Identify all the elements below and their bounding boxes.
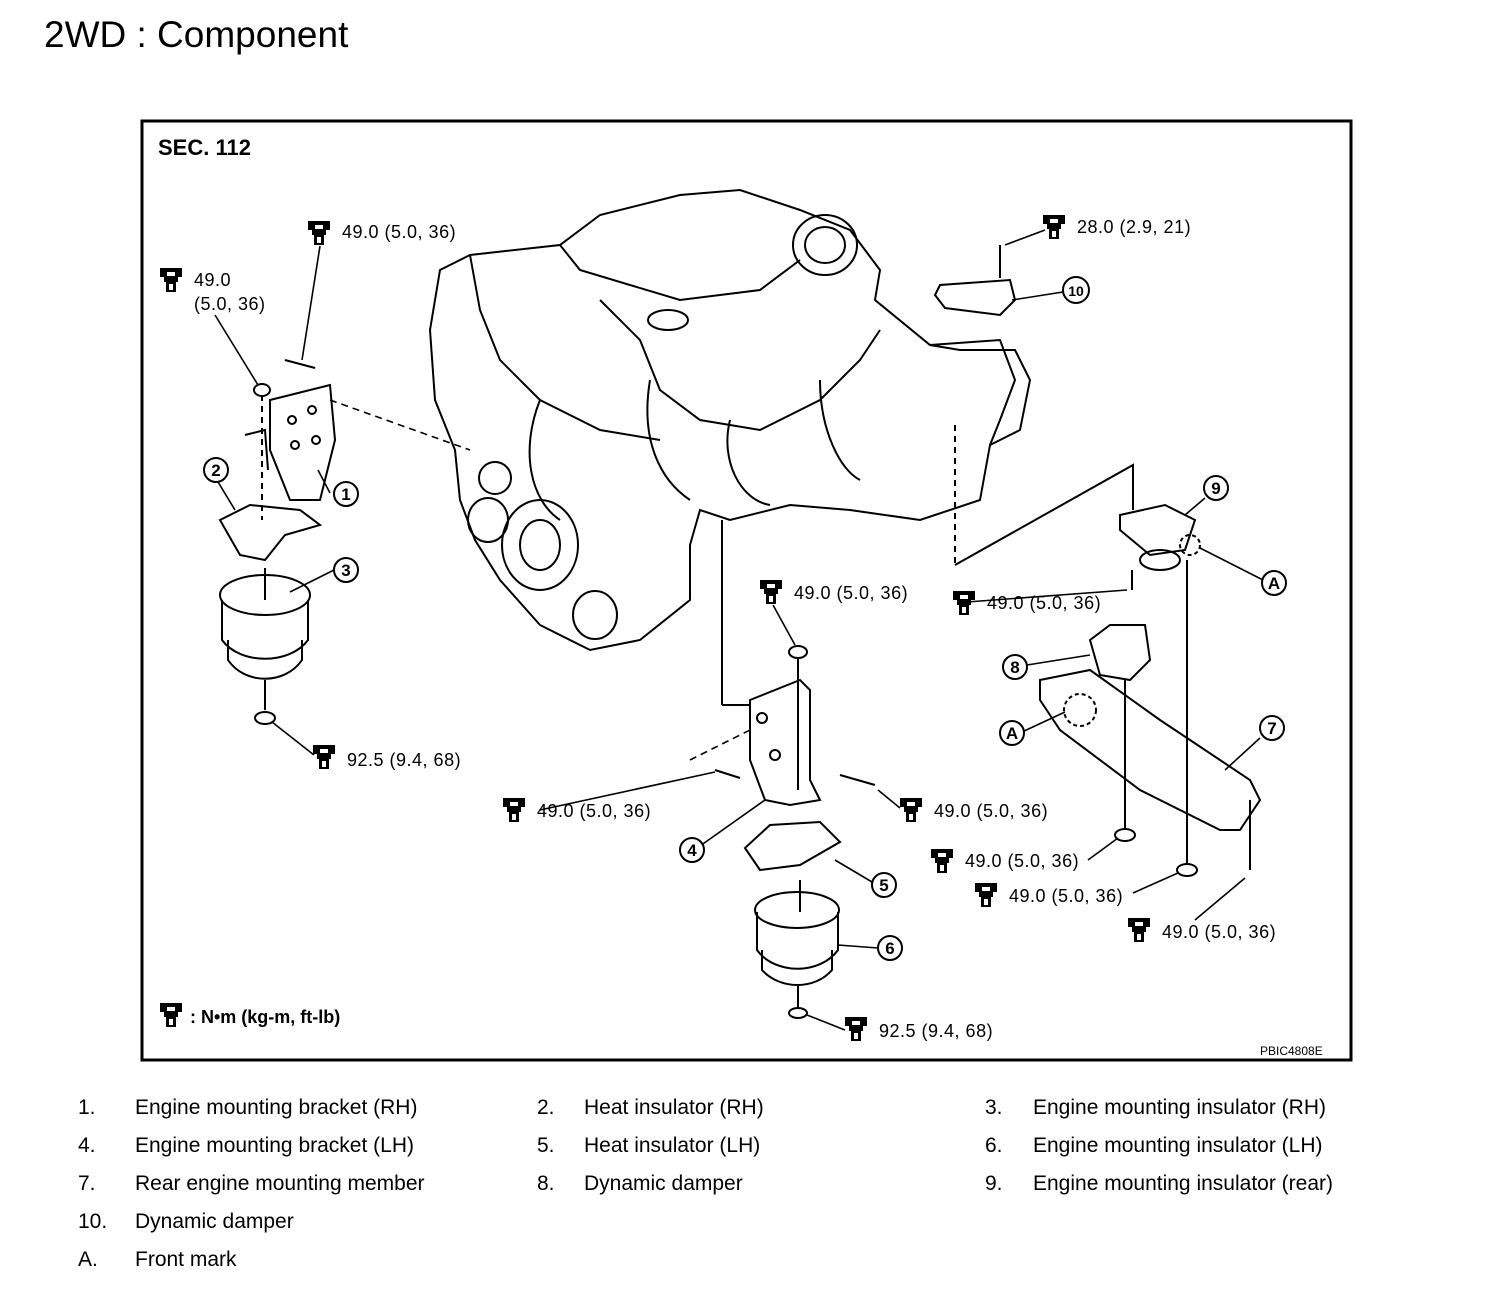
callout-a-member: A <box>999 720 1025 746</box>
svg-text:28.0 (2.9, 21): 28.0 (2.9, 21) <box>1077 217 1191 237</box>
svg-text:49.0 (5.0, 36): 49.0 (5.0, 36) <box>794 583 908 603</box>
callout-3: 3 <box>333 557 359 583</box>
svg-text:49.0: 49.0 <box>194 270 231 290</box>
callout-2: 2 <box>203 457 229 483</box>
engine-drawing <box>428 188 1032 652</box>
leader-lines <box>211 229 1264 1031</box>
svg-text:5: 5 <box>879 876 888 895</box>
callout-7: 7 <box>1259 715 1285 741</box>
torque-label: 49.0 (5.0, 36) <box>760 580 908 604</box>
svg-text:49.0 (5.0, 36): 49.0 (5.0, 36) <box>1009 886 1123 906</box>
torque-label: 49.0 (5.0, 36) <box>308 221 456 245</box>
torque-label: 49.0 (5.0, 36) <box>900 798 1048 822</box>
svg-text:49.0 (5.0, 36): 49.0 (5.0, 36) <box>987 593 1101 613</box>
page-title: 2WD : Component <box>44 14 349 55</box>
svg-text:(5.0, 36): (5.0, 36) <box>194 294 266 314</box>
torque-label: 49.0 (5.0, 36) <box>953 591 1101 615</box>
svg-text:A: A <box>1268 574 1280 593</box>
callout-4: 4 <box>679 837 705 863</box>
torque-label: 92.5 (9.4, 68) <box>313 745 461 770</box>
svg-text:49.0 (5.0, 36): 49.0 (5.0, 36) <box>342 222 456 242</box>
svg-text:92.5 (9.4, 68): 92.5 (9.4, 68) <box>879 1021 993 1041</box>
callout-1: 1 <box>333 481 359 507</box>
callouts: 1 2 3 4 5 6 7 8 9 10 A A <box>203 276 1287 961</box>
svg-text:A: A <box>1006 724 1018 743</box>
svg-text:10: 10 <box>1068 283 1084 299</box>
section-label: SEC. 112 <box>158 135 251 160</box>
torque-label: 49.0 (5.0, 36) <box>160 268 266 314</box>
svg-text:4: 4 <box>687 841 697 860</box>
torque-label: 28.0 (2.9, 21) <box>1043 215 1191 239</box>
svg-text:9: 9 <box>1211 479 1220 498</box>
torque-label: 49.0 (5.0, 36) <box>975 883 1123 907</box>
torque-labels: 49.0 (5.0, 36) 49.0 (5.0, 36) 28.0 (2.9, … <box>160 215 1276 1041</box>
svg-text:2: 2 <box>211 461 220 480</box>
svg-text:92.5 (9.4, 68): 92.5 (9.4, 68) <box>347 750 461 770</box>
callout-9: 9 <box>1203 475 1229 501</box>
svg-text:7: 7 <box>1267 719 1276 738</box>
svg-text:8: 8 <box>1010 658 1019 677</box>
unit-note: : N•m (kg-m, ft-lb) <box>160 1003 340 1027</box>
svg-text:: N•m (kg-m, ft-lb): : N•m (kg-m, ft-lb) <box>190 1007 340 1027</box>
callout-5: 5 <box>871 872 897 898</box>
torque-label: 92.5 (9.4, 68) <box>845 1017 993 1041</box>
figure-frame <box>140 119 1353 1062</box>
lh-mount-parts <box>714 520 876 1019</box>
callout-6: 6 <box>877 935 903 961</box>
rear-mount-parts <box>933 245 1262 877</box>
torque-label: 49.0 (5.0, 36) <box>503 798 651 822</box>
svg-text:49.0 (5.0, 36): 49.0 (5.0, 36) <box>965 851 1079 871</box>
callout-10: 10 <box>1062 276 1090 304</box>
torque-label: 49.0 (5.0, 36) <box>1128 918 1276 942</box>
figure-code: PBIC4808E <box>1260 1044 1323 1058</box>
svg-text:49.0 (5.0, 36): 49.0 (5.0, 36) <box>1162 922 1276 942</box>
svg-text:1: 1 <box>341 485 350 504</box>
svg-text:49.0 (5.0, 36): 49.0 (5.0, 36) <box>934 801 1048 821</box>
callout-a-rear: A <box>1261 570 1287 596</box>
callout-8: 8 <box>1002 654 1028 680</box>
rh-mount-parts <box>218 359 337 725</box>
svg-text:49.0 (5.0, 36): 49.0 (5.0, 36) <box>537 801 651 821</box>
torque-label: 49.0 (5.0, 36) <box>931 849 1079 873</box>
svg-text:3: 3 <box>341 561 350 580</box>
svg-text:6: 6 <box>885 939 894 958</box>
